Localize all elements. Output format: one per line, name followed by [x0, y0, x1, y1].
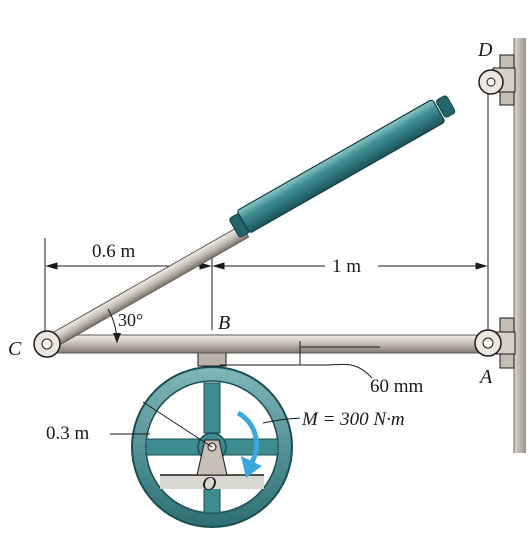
- label-moment: M = 300 N·m: [301, 409, 405, 430]
- thickness-leader: [220, 341, 373, 379]
- hydraulic-cylinder: [229, 95, 456, 238]
- angle-arrow-icon: [113, 333, 121, 343]
- bearing-block: [197, 351, 227, 367]
- wall: [513, 38, 526, 453]
- pin-c: [33, 330, 61, 358]
- label-dim-ba: 1 m: [332, 256, 361, 277]
- label-angle: 30°: [118, 310, 143, 330]
- label-radius: 0.3 m: [46, 423, 90, 444]
- moment-arrow-icon: [236, 410, 262, 478]
- bar-ca: [39, 334, 491, 354]
- radius-line: [142, 401, 213, 448]
- label-point-b: B: [218, 312, 230, 334]
- moment-leader: [262, 417, 301, 424]
- label-point-c: C: [8, 338, 22, 360]
- label-point-d: D: [477, 39, 493, 61]
- label-dim-cb: 0.6 m: [92, 241, 136, 262]
- label-point-o: O: [202, 473, 216, 495]
- support-a: [474, 317, 516, 369]
- dimension-lines: [44, 238, 489, 333]
- label-thickness: 60 mm: [370, 376, 424, 397]
- label-point-a: A: [478, 366, 493, 388]
- support-d: [478, 54, 516, 106]
